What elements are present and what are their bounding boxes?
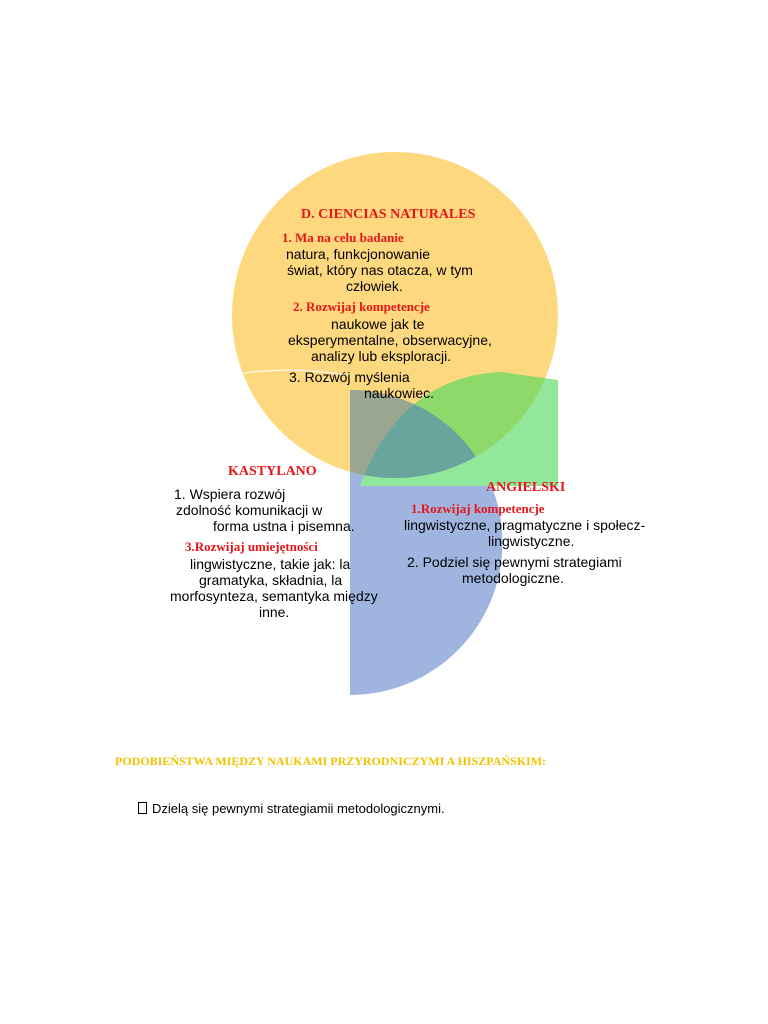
science-point-1-line-1: natura, funkcjonowanie [286,246,430,262]
spanish-point-1-line-1: 1. Wspiera rozwój [174,486,286,502]
spanish-point-3-line-2: gramatyka, składnia, la [199,572,343,588]
similarities-heading: PODOBIEŃSTWA MIĘDZY NAUKAMI PRZYRODNICZY… [115,754,547,768]
science-point-2-line-2: eksperymentalne, obserwacyjne, [288,332,492,348]
science-point-1-line-3: człowiek. [346,278,403,294]
spanish-title: KASTYLANO [228,464,317,479]
similarities-item-text: Dzielą się pewnymi strategiamii metodolo… [152,801,445,816]
english-point-2-line-1: 2. Podziel się pewnymi strategiami [407,554,622,570]
spanish-point-3-line-4: inne. [259,604,290,620]
spanish-point-1-line-3: forma ustna i pisemna. [213,518,355,534]
science-point-2-title: 2. Rozwijaj kompetencje [293,299,430,314]
english-title: ANGIELSKI [486,480,566,495]
science-point-3-line-1: 3. Rozwój myślenia [289,369,410,385]
spanish-point-3-line-1: lingwistyczne, takie jak: la [190,556,351,572]
inner-arc-line [243,369,351,377]
english-point-1-line-2: lingwistyczne. [488,533,575,549]
spanish-point-1-line-2: zdolność komunikacji w [176,502,323,518]
science-point-1-title: 1. Ma na celu badanie [282,230,404,245]
english-point-2-line-2: metodologiczne. [462,570,564,586]
science-title: D. CIENCIAS NATURALES [301,207,476,222]
similarities-item: Dzielą się pewnymi strategiamii metodolo… [138,801,445,817]
science-point-3-line-2: naukowiec. [364,385,435,401]
spanish-point-3-line-3: morfosynteza, semantyka między [170,588,378,604]
missing-glyph-icon [138,802,147,814]
science-point-2-line-1: naukowe jak te [331,316,425,332]
spanish-point-3-title: 3.Rozwijaj umiejętności [185,539,318,554]
science-point-1-line-2: świat, który nas otacza, w tym [287,262,473,278]
science-point-2-line-3: analizy lub eksploracji. [311,348,452,364]
english-point-1-line-1: lingwistyczne, pragmatyczne i społecz- [404,517,646,533]
english-point-1-title: 1.Rozwijaj kompetencje [411,501,545,516]
